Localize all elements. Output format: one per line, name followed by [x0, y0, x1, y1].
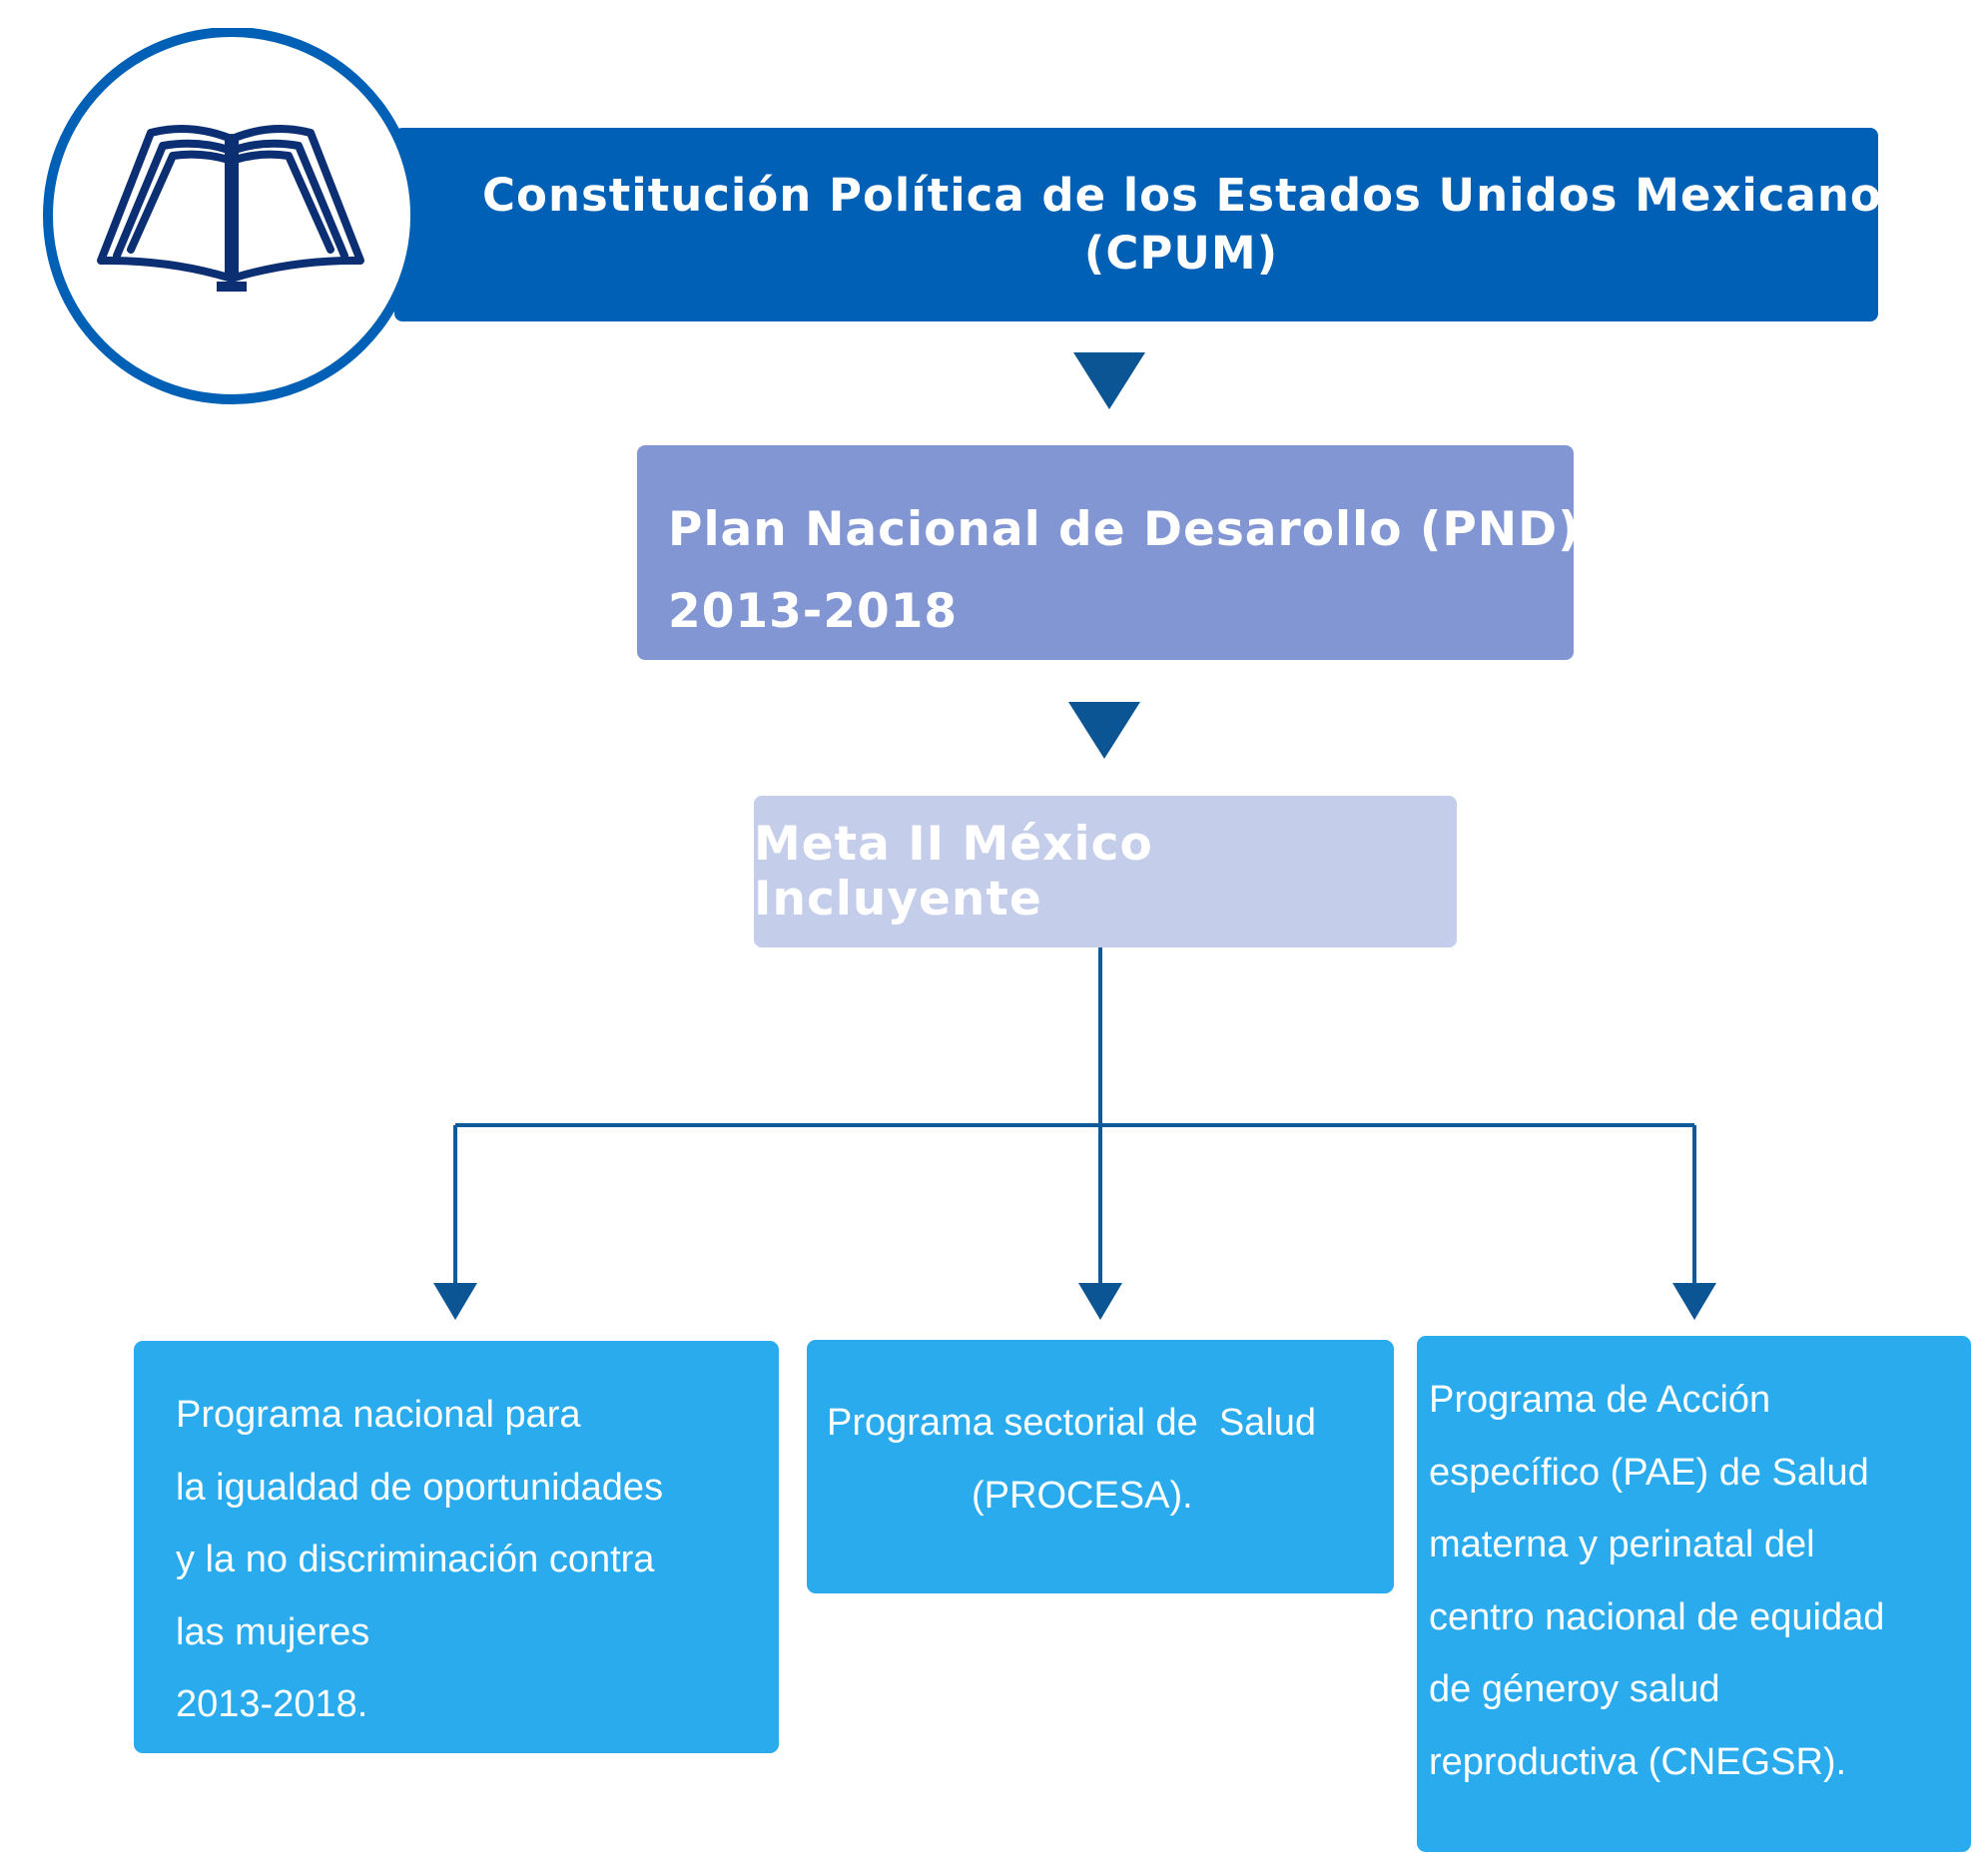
cpum-title-line-2: (CPUM): [1083, 227, 1279, 280]
cpum-title-line-1: Constitución Política de los Estados Uni…: [482, 169, 1910, 222]
program-1-line-3: y la no discriminación contra: [176, 1539, 655, 1580]
program-box-pae-salud-materna: Programa de Acción específico (PAE) de S…: [1417, 1336, 1971, 1852]
program-3-line-2: específico (PAE) de Salud: [1429, 1451, 1869, 1494]
open-book-icon: [43, 28, 420, 404]
program-1-line-4: las mujeres: [176, 1610, 370, 1653]
arrow-cpum-to-pnd: [1073, 352, 1145, 409]
pnd-box: Plan Nacional de Desarollo (PND) 2013-20…: [637, 445, 1581, 660]
program-1-line-2: la igualdad de oportunidades: [176, 1466, 664, 1509]
meta-label: Meta II México Incluyente: [754, 817, 1153, 927]
program-1-line-1: Programa nacional para: [176, 1394, 581, 1436]
program-3-line-5: de géneroy salud: [1429, 1668, 1720, 1710]
program-1-line-5: 2013-2018.: [176, 1683, 368, 1725]
arrow-to-program-3: [1672, 1283, 1716, 1320]
meta-box: Meta II México Incluyente: [754, 796, 1457, 947]
program-3-line-6: reproductiva (CNEGSR).: [1429, 1740, 1847, 1783]
program-box-sectorial-salud: Programa sectorial de Salud (PROCESA).: [807, 1340, 1394, 1593]
program-3-line-4: centro nacional de equidad: [1429, 1595, 1885, 1638]
program-3-line-1: Programa de Acción: [1429, 1379, 1771, 1421]
arrow-to-program-2: [1078, 1283, 1122, 1320]
program-box-igualdad: Programa nacional para la igualdad de op…: [134, 1341, 779, 1753]
arrow-to-program-1: [433, 1283, 477, 1320]
pnd-title-line-1: Plan Nacional de Desarollo (PND): [668, 502, 1581, 557]
pnd-title-line-2: 2013-2018: [668, 584, 959, 639]
program-2-line-2: (PROCESA).: [972, 1474, 1193, 1517]
program-3-line-3: materna y perinatal del: [1429, 1524, 1815, 1565]
program-2-line-1: Programa sectorial de Salud: [827, 1402, 1317, 1444]
cpum-box: Constitución Política de los Estados Uni…: [394, 128, 1910, 321]
arrow-pnd-to-meta: [1068, 702, 1140, 759]
